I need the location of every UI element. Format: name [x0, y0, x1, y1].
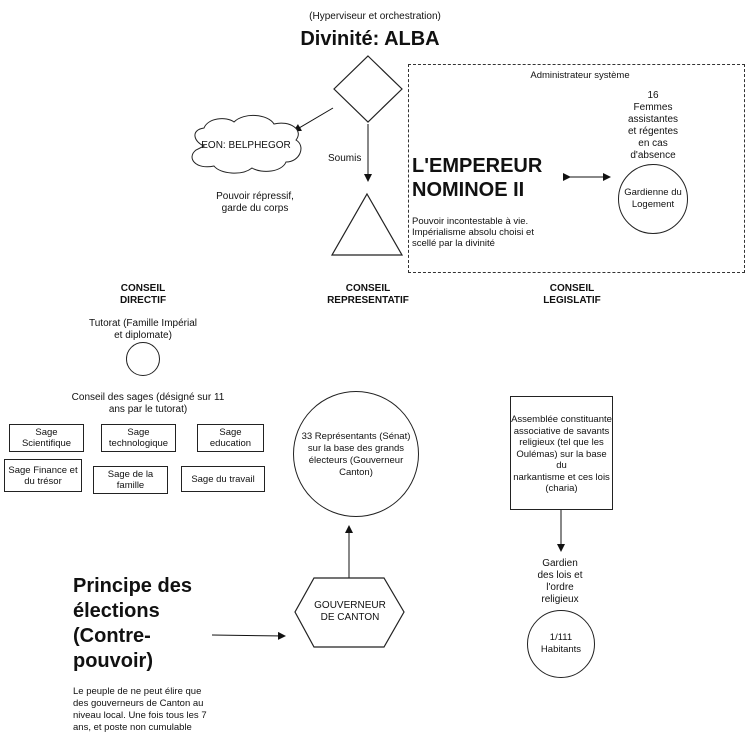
elections-title-3: (Contre-: [73, 625, 151, 647]
women-text: 16 Femmes assistantes et régentes en cas…: [618, 90, 688, 162]
elections-desc-1: Le peuple de ne peut élire que: [73, 686, 202, 697]
senat-line-2: sur la base des grands: [307, 443, 405, 454]
gardien-line-4: religieux: [541, 594, 579, 605]
women-line-5: en cas: [638, 138, 668, 149]
gouverneur-hexagon: [294, 577, 405, 648]
emperor-name-1: L'EMPEREUR: [412, 155, 543, 177]
gardien-line-3: l'ordre: [546, 582, 574, 593]
elections-title-1: Principe des: [73, 575, 192, 597]
gouverneur-line-1: GOUVERNEUR: [314, 600, 386, 611]
sage-education-line-2: education: [209, 438, 252, 449]
emperor-desc-1: Pouvoir incontestable à vie.: [412, 216, 529, 227]
elections-title-4: pouvoir): [73, 650, 153, 672]
conseil-directif-2: DIRECTIF: [119, 295, 167, 306]
sage-finance-line-1: Sage Finance et: [8, 464, 78, 476]
gardien-line-1: Gardien: [542, 558, 578, 569]
women-line-1: 16: [647, 90, 659, 101]
sage-box-travail: Sage du travail: [181, 466, 265, 492]
emperor-frame: [408, 64, 745, 273]
guardian-line-2: Logement: [631, 199, 675, 210]
assemblee-line-1: Assemblée constituante: [511, 414, 612, 425]
eon-cloud: [191, 115, 302, 174]
assemblee-line-3: religieux (tel que les: [519, 437, 604, 448]
emperor-name-2: NOMINOE II: [412, 179, 525, 201]
guardian-line-1: Gardienne du: [624, 187, 682, 198]
tutorat-line-2: et diplomate): [114, 330, 172, 341]
habitants-circle: 1/111 Habitants: [527, 610, 595, 678]
assemblee-line-4: Oulémas) sur la base du: [516, 448, 607, 472]
conseil-directif-1: CONSEIL: [120, 283, 166, 294]
sage-education-line-1: Sage: [219, 427, 242, 438]
elections-desc-3: niveau local. Une fois tous les 7: [73, 710, 207, 721]
tutorat-line-1: Tutorat (Famille Impérial: [89, 318, 197, 329]
gardien-text: Gardien des lois et l'ordre religieux: [520, 558, 600, 606]
elections-title-2: élections: [73, 600, 160, 622]
conseil-representatif-1: CONSEIL: [345, 283, 391, 294]
sage-finance-line-2: du trésor: [24, 475, 62, 487]
sage-technologique-line-2: technologique: [108, 438, 169, 449]
women-line-3: assistantes: [627, 114, 679, 125]
senat-circle: 33 Représentants (Sénat) sur la base des…: [293, 391, 419, 517]
conseil-legislatif-2: LEGISLATIF: [543, 295, 601, 306]
tutorat-circle: [126, 342, 160, 376]
arrow-divinity-to-eon: [293, 107, 334, 132]
sage-scientifique-line-1: Sage: [35, 427, 58, 438]
assemblee-box: Assemblée constituante associative de sa…: [510, 396, 613, 510]
arrow-elections-to-gouverneur: [211, 631, 286, 640]
emperor-desc-3: scellé par la divinité: [412, 238, 495, 249]
habitants-line-1: 1/111: [549, 632, 573, 643]
women-line-2: Femmes: [633, 102, 673, 113]
guardian-circle: Gardienne du Logement: [618, 164, 688, 234]
women-line-6: d'absence: [630, 150, 676, 161]
sages-header-2: ans par le tutorat): [108, 404, 188, 415]
sage-technologique-line-1: Sage: [127, 427, 150, 438]
header-title: Divinité: ALBA: [300, 28, 440, 50]
eon-desc-1: Pouvoir répressif,: [216, 191, 294, 202]
gouverneur-line-2: DE CANTON: [320, 612, 380, 623]
eon-desc-2: garde du corps: [221, 203, 289, 214]
women-line-4: et régentes: [627, 126, 679, 137]
conseil-representatif-2: REPRESENTATIF: [327, 295, 409, 306]
header-subtitle: (Hyperviseur et orchestration): [309, 11, 441, 22]
habitants-line-2: Habitants: [540, 644, 582, 655]
representative-triangle: [330, 192, 404, 256]
senat-line-4: Canton): [339, 467, 373, 478]
emperor-desc-2: Impérialisme absolu choisi et: [412, 227, 534, 238]
admin-label: Administrateur système: [530, 70, 630, 81]
assemblee-line-5: narkantisme et ces lois: [513, 471, 610, 483]
soumis-label: Soumis: [328, 153, 362, 164]
sage-famille-line-1: Sage de la: [107, 469, 154, 480]
gardien-line-2: des lois et: [537, 570, 583, 581]
conseil-legislatif-1: CONSEIL: [549, 283, 595, 294]
divinity-diamond: [333, 55, 403, 123]
senat-line-1: 33 Représentants (Sénat): [301, 431, 411, 442]
elections-desc-4: ans, et poste non cumulable: [73, 722, 192, 733]
sage-scientifique-line-2: Scientifique: [21, 438, 72, 449]
eon-label: EON: BELPHEGOR: [201, 140, 291, 151]
sage-travail-line-1: Sage du travail: [191, 473, 255, 485]
senat-line-3: électeurs (Gouverneur: [308, 455, 404, 466]
sages-header-1: Conseil des sages (désigné sur 11: [71, 392, 225, 403]
sage-famille-line-2: famille: [116, 480, 145, 491]
assemblee-line-6: (charia): [545, 483, 578, 494]
assemblee-line-2: associative de savants: [513, 425, 610, 437]
elections-desc-2: des gouverneurs de Canton au: [73, 698, 204, 709]
